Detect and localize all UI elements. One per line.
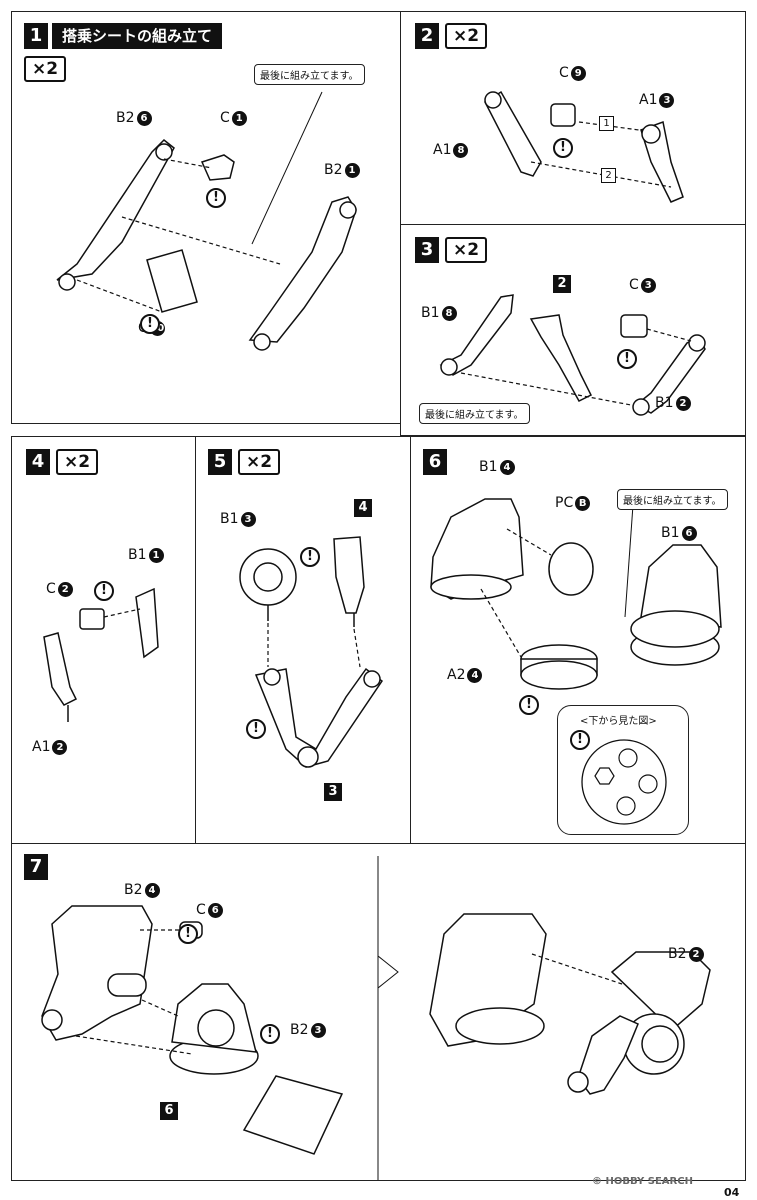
step-2-illustration (484, 90, 684, 203)
step-6-illustration (430, 498, 722, 690)
caution-icon: ! (260, 1024, 280, 1044)
quantity-multiplier: ×2 (445, 23, 488, 49)
step-number: 5 (208, 449, 232, 475)
caution-icon: ! (553, 138, 573, 158)
step-number: 3 (415, 237, 439, 263)
caution-icon: ! (246, 719, 266, 739)
step-number: 2 (415, 23, 439, 49)
step-title: 搭乗シートの組み立て (52, 23, 223, 49)
caution-icon: ! (140, 314, 160, 334)
caution-icon: ! (570, 730, 590, 750)
step-reference-2: 2 (553, 275, 571, 293)
step-5-illustration (239, 536, 384, 768)
step-4-illustration (43, 587, 159, 722)
step-7-illustration (41, 856, 711, 1180)
caution-icon: ! (300, 547, 320, 567)
caution-icon: ! (94, 581, 114, 601)
caution-icon: ! (617, 349, 637, 369)
step-number: 4 (26, 449, 50, 475)
assemble-last-note: 最後に組み立てます。 (254, 64, 365, 85)
quantity-multiplier: ×2 (238, 449, 281, 475)
quantity-multiplier: ×2 (56, 449, 99, 475)
assemble-last-note: 最後に組み立てます。 (617, 489, 728, 510)
bottom-view-caption: <下から見た図> (580, 716, 657, 727)
quantity-multiplier: ×2 (445, 237, 488, 263)
caution-icon: ! (206, 188, 226, 208)
quantity-multiplier: ×2 (24, 56, 67, 82)
watermark-brand: © HOBBY SEARCH (592, 1176, 693, 1187)
assemble-last-note: 最後に組み立てます。 (419, 403, 530, 424)
step-reference-6: 6 (160, 1102, 178, 1120)
step-reference-4: 4 (354, 499, 372, 517)
step-number: 6 (423, 449, 447, 475)
step-number: 7 (24, 854, 48, 880)
step-reference-3: 3 (324, 783, 342, 801)
caution-icon: ! (178, 924, 198, 944)
bottom-view-diagram (581, 739, 667, 825)
caution-icon: ! (519, 695, 539, 715)
sequence-box-2: 2 (601, 168, 616, 183)
sequence-box-1: 1 (599, 116, 614, 131)
bottom-view-inset: <下から見た図> ! (557, 705, 689, 835)
page-number: 04 (724, 1186, 740, 1199)
step-number: 1 (24, 23, 48, 49)
step-1-illustration (56, 91, 357, 351)
step-3-illustration (439, 294, 706, 416)
step-1-panel: 1 搭乗シートの組み立て ×2 最後に組み立てます。 B26 C1 B21 C1… (11, 11, 401, 424)
